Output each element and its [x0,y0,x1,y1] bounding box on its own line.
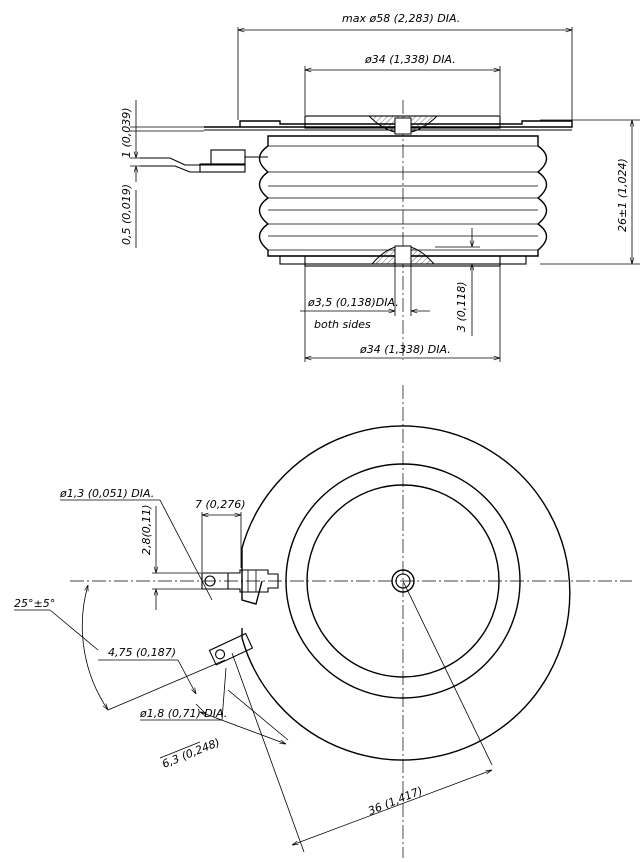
dim-height: 26±1 (1,024) [616,158,629,232]
dim-bottom-pole-diameter: ø34 (1,338) DIA. [359,343,451,356]
cathode-lead [208,632,254,666]
dim-angle: 25°±5° [14,597,55,610]
pole-face-circle [306,484,500,678]
dim-lead-width: 2,8(0,11) [140,504,153,555]
gate-lead-hole [204,575,216,587]
dim-cathode-hole: ø1,8 (0,71) DIA. [139,707,227,720]
ceramic-housing [258,135,548,257]
dim-top-pole-diameter: ø34 (1,338) DIA. [364,53,456,66]
dim-lead-hole: ø1,3 (0,051) DIA. [59,487,154,500]
center-hole [391,569,415,593]
dim-gate-hole-note: both sides [314,318,371,331]
top-flange [204,120,573,128]
side-view: max ø58 (2,283) DIA. ø34 (1,338) DIA. 26… [120,12,640,362]
dim-gate-hole: ø3,5 (0,138)DIA. [307,296,399,309]
dim-cathode-lead-width: 4,75 (0,187) [108,646,176,659]
dim-lead-thickness: 1 (0,039) [120,107,133,158]
dim-lead-length: 7 (0,276) [195,498,246,511]
dim-max-diameter: max ø58 (2,283) DIA. [342,12,460,25]
cathode-lead-hole [215,649,226,660]
dim-cathode-lead-length: 6,3 (0,248) [160,736,222,771]
dim-radius: 36 (1,417) [366,784,424,818]
top-view: 7 (0,276) ø1,3 (0,051) DIA. 2,8(0,11) 25… [14,385,632,858]
gate-lead [201,569,279,593]
dim-hole-depth: 3 (0,118) [455,281,468,332]
outer-flange [241,425,571,761]
housing-circle [285,463,521,699]
dim-flange-thickness: 0,5 (0,019) [120,184,133,245]
gate-terminal [210,149,246,165]
